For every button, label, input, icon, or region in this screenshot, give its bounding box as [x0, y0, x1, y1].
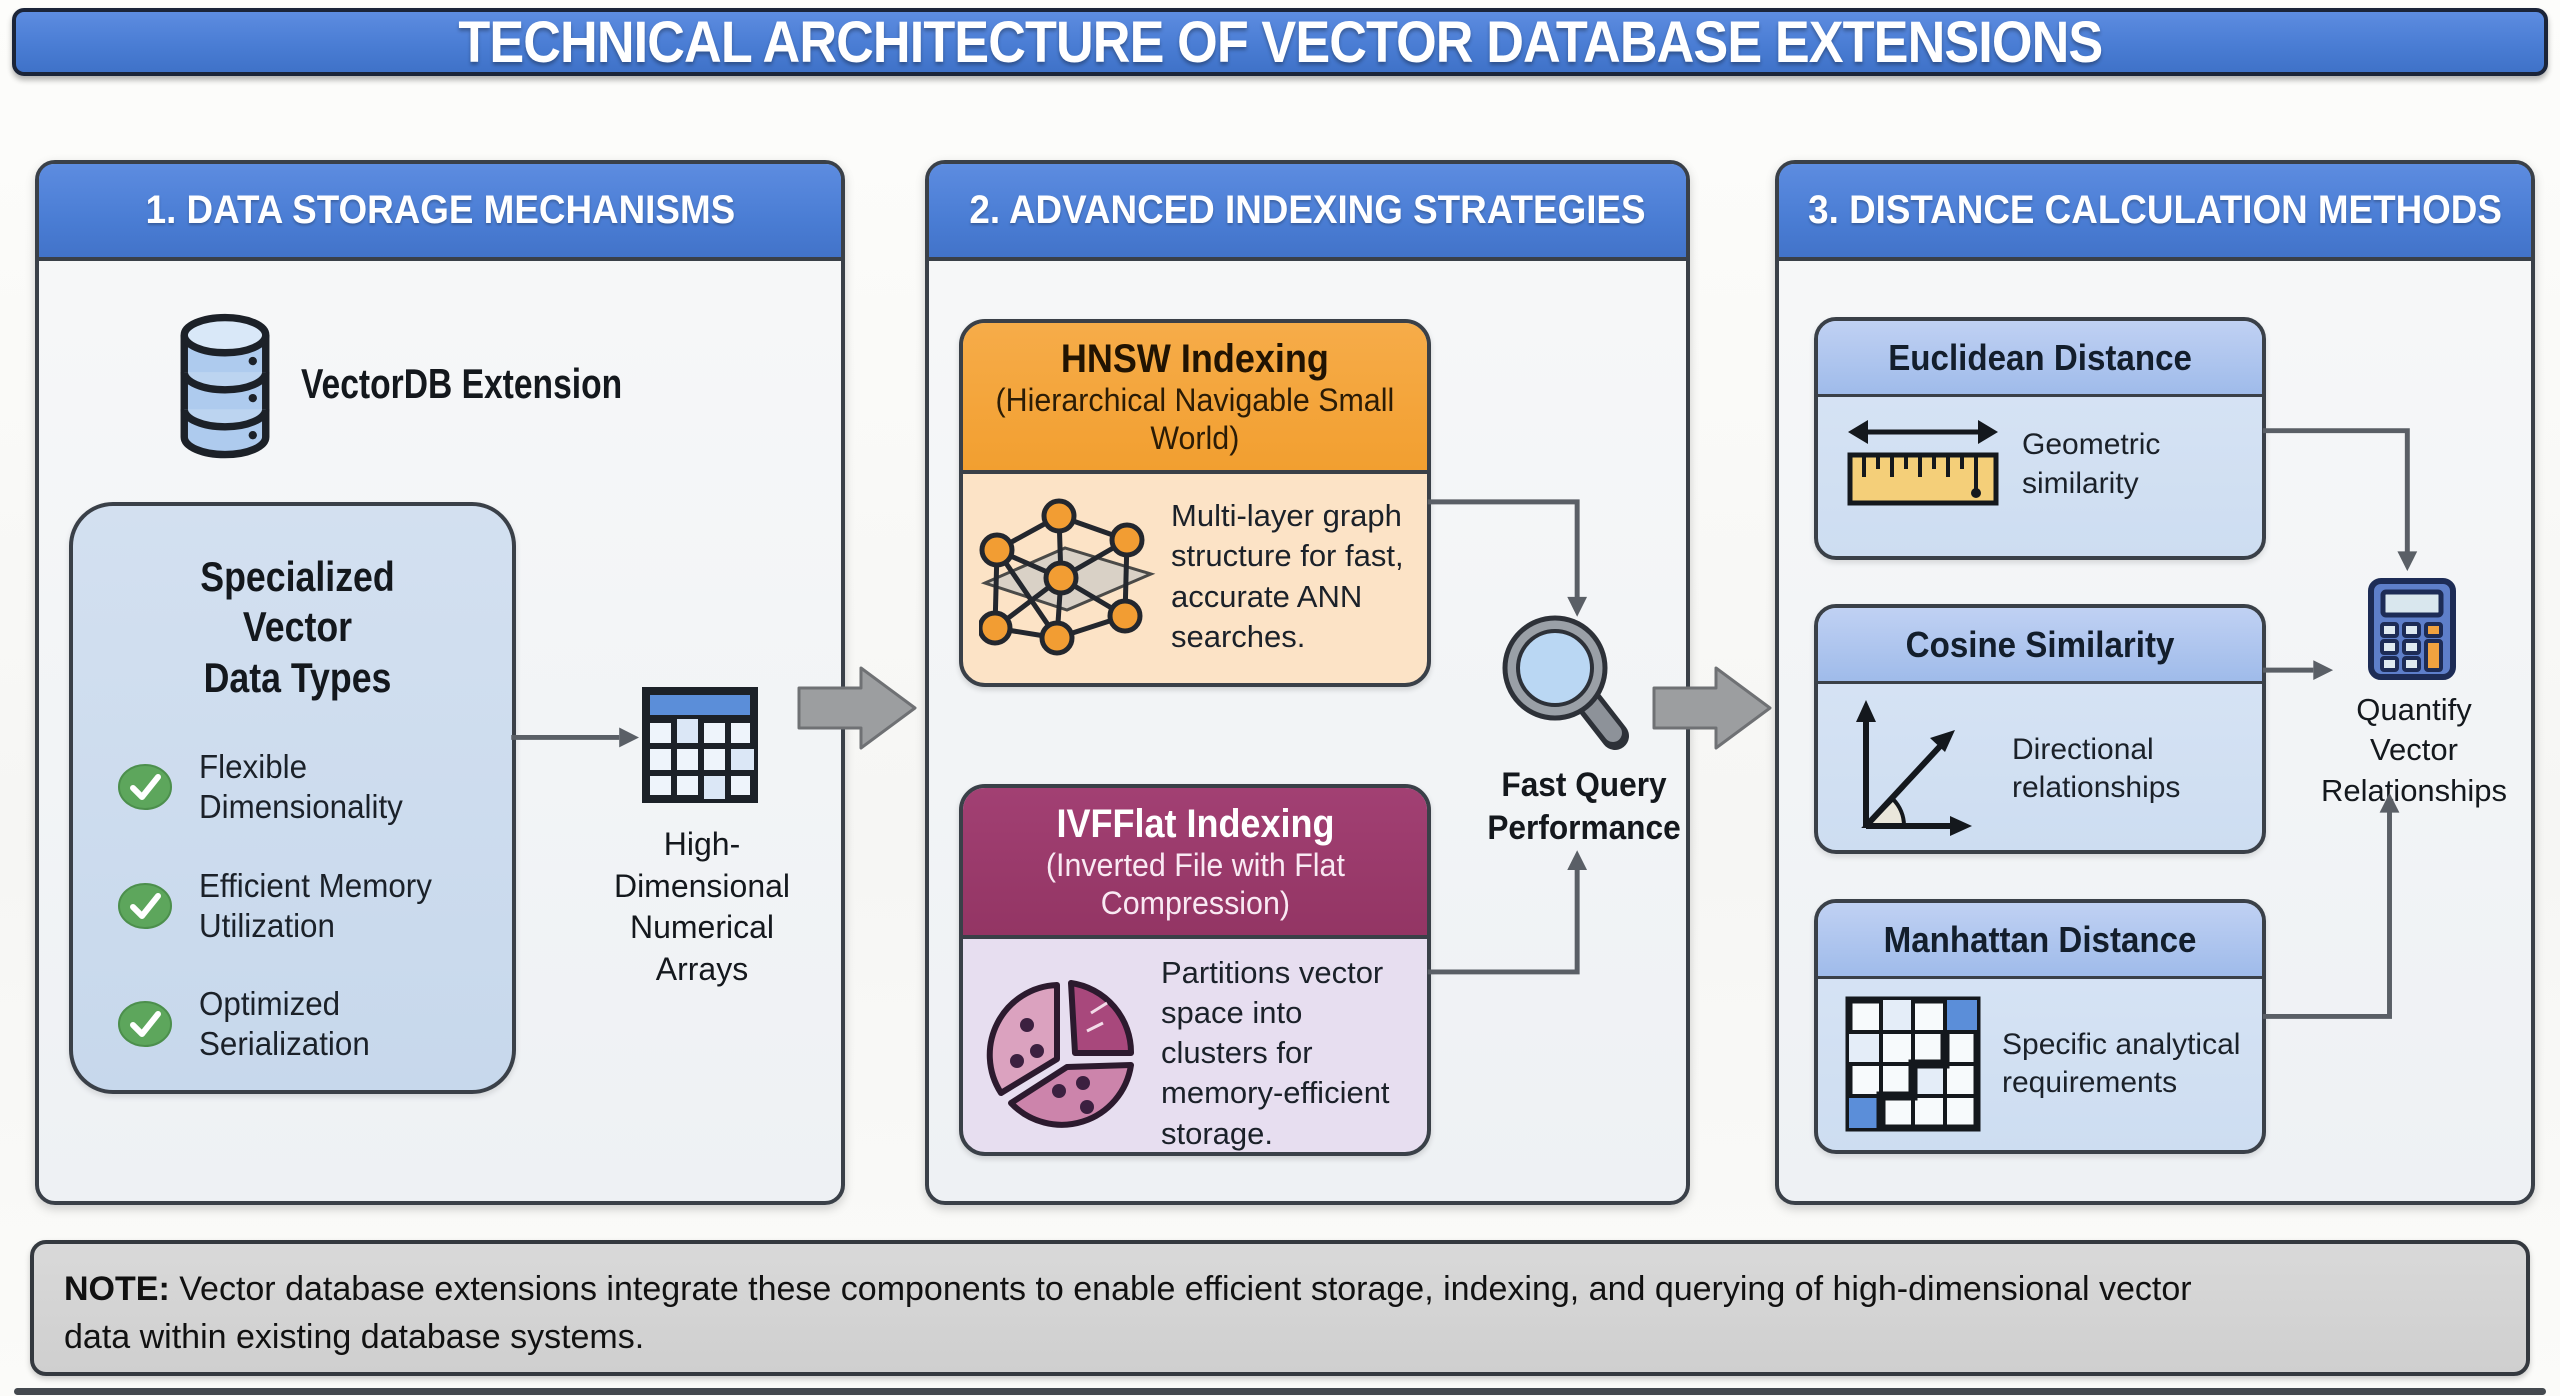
cosine-description: Directional relationships: [2012, 732, 2181, 804]
hnsw-description: Multi-layer graph structure for fast, ac…: [1171, 497, 1404, 654]
grid-path-icon: [1845, 996, 1981, 1132]
check-circle-icon: [118, 764, 172, 811]
note-label: NOTE:: [64, 1270, 170, 1308]
euclidean-description: Geometric similarity: [2022, 428, 2161, 500]
specialized-vector-data-types-box: Specialized Vector Data Types Flexible D…: [69, 502, 516, 1094]
list-item: Optimized Serialization: [117, 984, 478, 1065]
ivfflat-title: IVFFlat Indexing: [1055, 802, 1335, 846]
ivfflat-box-header: IVFFlat Indexing (Inverted File with Fla…: [963, 788, 1427, 939]
numerical-arrays-label: High-Dimensional Numerical Arrays: [613, 826, 791, 987]
manhattan-description: Specific analytical requirements: [2002, 1027, 2241, 1099]
hnsw-subtitle: (Hierarchical Navigable Small World): [995, 382, 1395, 456]
panel-data-storage-header: 1. DATA STORAGE MECHANISMS: [39, 164, 841, 261]
note-text: Vector database extensions integrate the…: [64, 1270, 2192, 1356]
bottom-edge-line: [14, 1388, 2546, 1395]
panel-indexing: 2. ADVANCED INDEXING STRATEGIES HNSW Ind…: [925, 160, 1690, 1205]
panel-distance-header: 3. DISTANCE CALCULATION METHODS: [1779, 164, 2531, 261]
ruler-icon: [1847, 420, 1999, 506]
manhattan-body: Specific analytical requirements: [1818, 979, 2262, 1149]
check-circle-icon: [118, 1001, 172, 1048]
ivfflat-box-body: Partitions vector space into clusters fo…: [963, 939, 1427, 1153]
vectordb-extension-label: VectorDB Extension: [301, 360, 623, 407]
hnsw-box-body: Multi-layer graph structure for fast, ac…: [963, 474, 1427, 680]
panel-indexing-header: 2. ADVANCED INDEXING STRATEGIES: [929, 164, 1686, 261]
manhattan-distance-box: Manhattan Distance: [1814, 899, 2266, 1154]
ivfflat-indexing-box: IVFFlat Indexing (Inverted File with Fla…: [959, 784, 1431, 1156]
list-item-label: Flexible Dimensionality: [199, 748, 403, 826]
manhattan-header: Manhattan Distance: [1818, 903, 2262, 979]
hnsw-box-header: HNSW Indexing (Hierarchical Navigable Sm…: [963, 323, 1427, 474]
spec-box-title: Specialized Vector Data Types: [200, 553, 395, 701]
flow-arrow-indexing-to-distance-icon: [1652, 666, 1772, 750]
database-icon: [180, 313, 270, 459]
ivfflat-subtitle: (Inverted File with Flat Compression): [1045, 847, 1345, 921]
panel-distance-title: 3. DISTANCE CALCULATION METHODS: [1808, 188, 2502, 232]
cosine-similarity-box: Cosine Similarity Directional relationsh…: [1814, 604, 2266, 854]
hnsw-title: HNSW Indexing: [1060, 337, 1330, 381]
table-grid-icon: [642, 687, 758, 803]
pie-chart-icon: [986, 980, 1135, 1128]
fast-query-performance-label: Fast Query Performance: [1487, 766, 1681, 847]
ivfflat-description: Partitions vector space into clusters fo…: [1161, 954, 1390, 1151]
list-item: Efficient Memory Utilization: [117, 866, 478, 947]
list-item: Flexible Dimensionality: [117, 747, 478, 828]
euclidean-header: Euclidean Distance: [1818, 321, 2262, 397]
panel-indexing-title: 2. ADVANCED INDEXING STRATEGIES: [969, 188, 1646, 232]
panel-distance: 3. DISTANCE CALCULATION METHODS Euclidea…: [1775, 160, 2535, 1205]
hnsw-indexing-box: HNSW Indexing (Hierarchical Navigable Sm…: [959, 319, 1431, 687]
angle-axes-icon: [1856, 700, 1972, 836]
euclidean-distance-box: Euclidean Distance: [1814, 317, 2266, 560]
magnifier-icon: [1502, 615, 1629, 750]
note-bar: NOTE: Vector database extensions integra…: [30, 1240, 2530, 1376]
list-item-label: Efficient Memory Utilization: [199, 866, 432, 944]
flow-arrow-storage-to-indexing-icon: [797, 666, 917, 750]
title-bar: TECHNICAL ARCHITECTURE OF VECTOR DATABAS…: [12, 8, 2548, 76]
quantify-vector-relationships-label: Quantify Vector Relationships: [2320, 692, 2508, 808]
network-graph-icon: [979, 498, 1156, 655]
list-item-label: Optimized Serialization: [199, 985, 370, 1063]
cosine-body: Directional relationships: [1818, 684, 2262, 850]
page-title: TECHNICAL ARCHITECTURE OF VECTOR DATABAS…: [458, 9, 2103, 75]
cosine-header: Cosine Similarity: [1818, 608, 2262, 684]
euclidean-body: Geometric similarity: [1818, 397, 2262, 532]
check-circle-icon: [118, 882, 172, 929]
panel-data-storage: 1. DATA STORAGE MECHANISMS VectorDB Exte…: [35, 160, 845, 1205]
panel-data-storage-title: 1. DATA STORAGE MECHANISMS: [145, 188, 735, 232]
calculator-icon: [2368, 578, 2456, 680]
